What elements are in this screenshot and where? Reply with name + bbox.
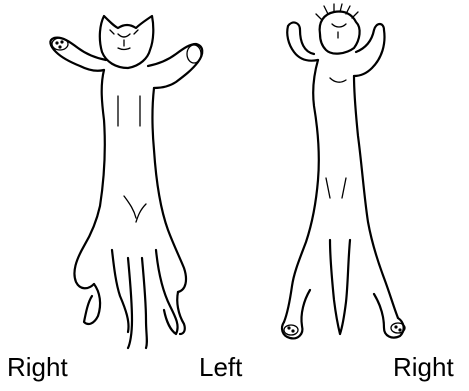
cat-figure-right <box>282 4 405 338</box>
cat-left-face-marks <box>110 30 138 50</box>
cat-left-tail <box>128 258 147 348</box>
cat-left-arm-2 <box>148 44 202 88</box>
cat-right-front-leg-1 <box>287 23 318 61</box>
cat-right-belly-lines <box>326 78 346 198</box>
cat-left-body <box>74 70 104 288</box>
cat-right-foot-1 <box>284 325 298 335</box>
cat-left-arm-1 <box>50 38 106 71</box>
cat-right-head <box>320 11 360 53</box>
cat-left-paw-2 <box>187 45 201 63</box>
label-right-left: Right <box>7 352 68 382</box>
label-left-middle: Left <box>199 352 242 382</box>
cat-right-body <box>284 60 319 322</box>
cat-figure-left <box>50 16 202 348</box>
cat-right-tail <box>330 240 350 334</box>
cat-left-belly-lines <box>118 96 146 222</box>
cat-left-head <box>100 16 153 68</box>
cat-left-hind-leg-2 <box>156 250 178 334</box>
cat-left-hind-leg-1 <box>84 284 100 324</box>
label-right-right: Right <box>393 352 454 382</box>
